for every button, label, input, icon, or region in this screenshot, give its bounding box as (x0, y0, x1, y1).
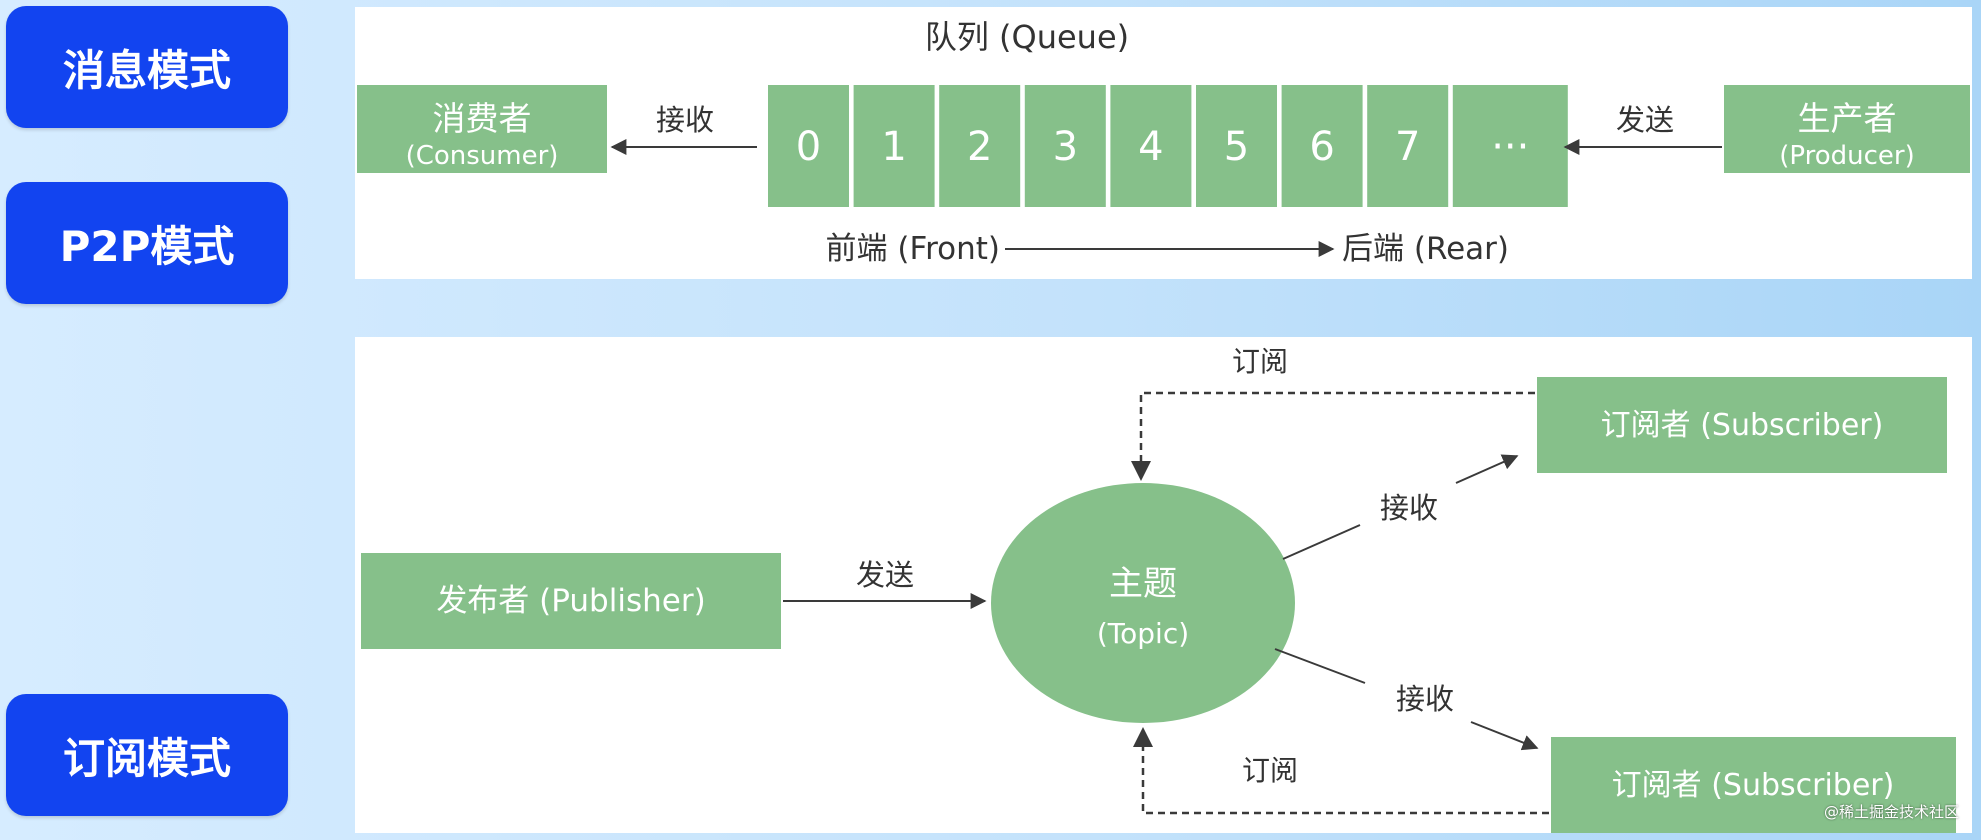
subscriber-bottom-label: 订阅者 (Subscriber) (1612, 768, 1895, 803)
producer-box (1724, 85, 1970, 173)
queue-cell (939, 85, 1021, 207)
subscribe-bottom-label: 订阅 (1242, 754, 1298, 787)
queue-cell (1024, 85, 1106, 207)
queue-cell (1281, 85, 1363, 207)
p2p-diagram: 队列 (Queue) 消费者 (Consumer) 接收 0 1 2 3 4 5 6 7 ···… (357, 18, 1970, 267)
front-label: 前端 (Front) (826, 231, 1000, 267)
queue-cell (1110, 85, 1192, 207)
queue-cell-label: 5 (1224, 124, 1249, 170)
producer-name: 生产者 (1798, 99, 1897, 138)
pubsub-diagram: 发布者 (Publisher) 发送 主题 (Topic) 订阅者 (Subsc… (361, 345, 1956, 833)
queue-cell-label: 2 (967, 124, 992, 170)
rear-label: 后端 (Rear) (1342, 231, 1509, 267)
p2p-diagram-panel: 队列 (Queue) 消费者 (Consumer) 接收 0 1 2 3 4 5 6 7 ···… (355, 7, 1972, 279)
receive-top-label: 接收 (1380, 491, 1438, 525)
queue-cell (1196, 85, 1277, 207)
queue-cell (853, 85, 935, 207)
consumer-sub: (Consumer) (406, 141, 559, 171)
queue-cell-label: 7 (1395, 124, 1420, 170)
subscribe-top-label: 订阅 (1232, 345, 1288, 378)
queue-cell (768, 85, 849, 207)
publisher-box (361, 553, 781, 649)
publisher-label: 发布者 (Publisher) (436, 583, 705, 619)
pubsub-diagram-panel: 发布者 (Publisher) 发送 主题 (Topic) 订阅者 (Subsc… (355, 337, 1972, 833)
topic-name: 主题 (1109, 564, 1177, 604)
subscriber-bottom-box (1551, 737, 1956, 833)
queue-cell-label: ··· (1491, 124, 1529, 170)
queue-title: 队列 (Queue) (925, 18, 1129, 56)
consumer-name: 消费者 (433, 99, 532, 138)
message-mode-button[interactable]: 消息模式 (6, 6, 288, 128)
queue-cells: 0 1 2 3 4 5 6 7 ··· (768, 85, 1568, 207)
topic-node (991, 483, 1295, 723)
receive-bottom-label: 接收 (1396, 682, 1454, 716)
consumer-box (357, 85, 607, 173)
subscriber-top-box (1537, 377, 1947, 473)
p2p-mode-button[interactable]: P2P模式 (6, 182, 288, 304)
queue-cell-label: 4 (1138, 124, 1163, 170)
subscriber-top-label: 订阅者 (Subscriber) (1601, 408, 1884, 443)
queue-cell-label: 3 (1053, 124, 1078, 170)
send-label: 发送 (1616, 103, 1674, 137)
queue-cell-label: 0 (796, 124, 821, 170)
pubsub-send-label: 发送 (856, 558, 914, 592)
subscribe-mode-button[interactable]: 订阅模式 (6, 694, 288, 816)
queue-cell (1367, 85, 1449, 207)
topic-sub: (Topic) (1097, 617, 1189, 650)
producer-sub: (Producer) (1779, 141, 1915, 171)
queue-cell (1452, 85, 1568, 207)
watermark: @稀土掘金技术社区 (1823, 803, 1959, 821)
queue-cell-label: 1 (881, 124, 906, 170)
queue-cell-label: 6 (1309, 124, 1334, 170)
receive-label: 接收 (656, 103, 714, 137)
